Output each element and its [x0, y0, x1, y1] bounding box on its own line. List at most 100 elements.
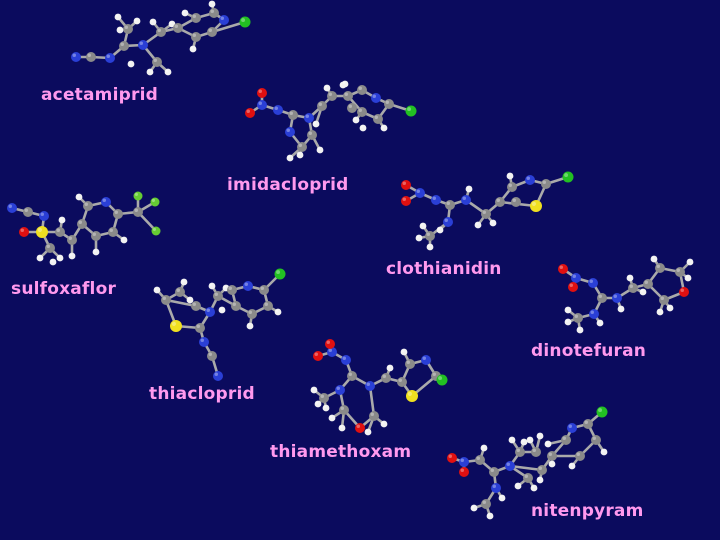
- thiamethoxam-atom-highlight: [356, 424, 360, 428]
- sulfoxaflor-carbon-atom: [45, 243, 55, 253]
- acetamiprid-atom-highlight: [134, 18, 137, 21]
- thiamethoxam-atom-highlight: [387, 365, 390, 368]
- acetamiprid-atom-highlight: [72, 53, 76, 57]
- clothianidin-carbon-atom: [541, 179, 551, 189]
- thiacloprid-hydrogen-atom: [218, 306, 226, 314]
- imidacloprid-atom-highlight: [274, 106, 278, 110]
- imidacloprid-oxygen-atom: [245, 108, 255, 118]
- dinotefuran-carbon-atom: [655, 263, 665, 273]
- dinotefuran-atom-highlight: [613, 294, 617, 298]
- nitenpyram-hydrogen-atom: [526, 436, 534, 444]
- dinotefuran-atom-highlight: [676, 268, 680, 272]
- acetamiprid-carbon-atom: [191, 32, 201, 42]
- sulfoxaflor-hydrogen-atom: [58, 216, 66, 224]
- clothianidin-atom-highlight: [420, 223, 423, 226]
- thiacloprid-carbon-atom: [263, 301, 273, 311]
- thiamethoxam-model: [310, 339, 448, 436]
- clothianidin-atom-highlight: [416, 189, 420, 193]
- clothianidin-sulfur-atom: [530, 200, 542, 212]
- thiamethoxam-oxygen-atom: [313, 351, 323, 361]
- thiacloprid-carbon-atom: [175, 287, 185, 297]
- nitenpyram-carbon-atom: [591, 435, 601, 445]
- sulfoxaflor-atom-highlight: [8, 204, 12, 208]
- thiamethoxam-label: thiamethoxam: [270, 442, 412, 462]
- thiacloprid-bond: [164, 298, 198, 308]
- thiamethoxam-chlorine-atom: [436, 374, 448, 386]
- thiacloprid-atom-highlight: [214, 372, 218, 376]
- acetamiprid-nitrogen-atom: [71, 52, 81, 62]
- imidacloprid-label: imidacloprid: [227, 175, 349, 195]
- thiacloprid-atom-highlight: [192, 302, 196, 306]
- sulfoxaflor-carbon-atom: [23, 207, 33, 217]
- thiacloprid-atom-highlight: [206, 308, 210, 312]
- dinotefuran-oxygen-atom: [558, 264, 568, 274]
- clothianidin-atom-highlight: [526, 176, 530, 180]
- imidacloprid-carbon-atom: [373, 114, 383, 124]
- acetamiprid-nitrogen-atom: [105, 53, 115, 63]
- thiamethoxam-atom-highlight: [407, 391, 412, 396]
- dinotefuran-hydrogen-atom: [596, 319, 604, 327]
- thiamethoxam-atom-highlight: [406, 360, 410, 364]
- sulfoxaflor-atom-highlight: [121, 237, 124, 240]
- thiamethoxam-atom-highlight: [320, 394, 324, 398]
- thiacloprid-nitrogen-atom: [243, 281, 253, 291]
- acetamiprid-hydrogen-atom: [114, 13, 122, 21]
- imidacloprid-chlorine-atom: [405, 105, 417, 117]
- imidacloprid-carbon-atom: [307, 130, 317, 140]
- nitenpyram-chlorine-atom: [596, 406, 608, 418]
- imidacloprid-atom-highlight: [298, 143, 302, 147]
- nitenpyram-carbon-atom: [547, 451, 557, 461]
- acetamiprid-hydrogen-atom: [189, 45, 197, 53]
- thiamethoxam-oxygen-atom: [325, 339, 335, 349]
- sulfoxaflor-nitrogen-atom: [7, 203, 17, 213]
- thiamethoxam-hydrogen-atom: [400, 348, 408, 356]
- sulfoxaflor-atom-highlight: [24, 208, 28, 212]
- thiamethoxam-nitrogen-atom: [327, 347, 337, 357]
- sulfoxaflor-atom-highlight: [76, 194, 79, 197]
- dinotefuran-nitrogen-atom: [588, 278, 598, 288]
- sulfoxaflor-carbon-atom: [77, 219, 87, 229]
- thiamethoxam-atom-highlight: [438, 376, 443, 381]
- nitenpyram-atom-highlight: [601, 449, 604, 452]
- clothianidin-atom-highlight: [437, 227, 440, 230]
- sulfoxaflor-fluorine-atom: [150, 197, 160, 207]
- nitenpyram-atom-highlight: [482, 500, 486, 504]
- sulfoxaflor-carbon-atom: [113, 209, 123, 219]
- acetamiprid-atom-highlight: [106, 54, 110, 58]
- nitenpyram-atom-highlight: [527, 437, 530, 440]
- thiamethoxam-atom-highlight: [339, 425, 342, 428]
- dinotefuran-nitrogen-atom: [612, 293, 622, 303]
- sulfoxaflor-atom-highlight: [151, 198, 155, 202]
- imidacloprid-atom-highlight: [324, 85, 327, 88]
- thiacloprid-atom-highlight: [214, 292, 218, 296]
- thiacloprid-carbon-atom: [247, 309, 257, 319]
- nitenpyram-hydrogen-atom: [600, 448, 608, 456]
- clothianidin-atom-highlight: [402, 181, 406, 185]
- imidacloprid-atom-highlight: [246, 109, 250, 113]
- dinotefuran-atom-highlight: [565, 307, 568, 310]
- nitenpyram-atom-highlight: [538, 466, 542, 470]
- sulfoxaflor-carbon-atom: [55, 227, 65, 237]
- nitenpyram-atom-highlight: [524, 474, 528, 478]
- dinotefuran-atom-highlight: [597, 320, 600, 323]
- imidacloprid-hydrogen-atom: [352, 116, 360, 124]
- dinotefuran-carbon-atom: [659, 295, 669, 305]
- clothianidin-carbon-atom: [445, 200, 455, 210]
- clothianidin-carbon-atom: [481, 209, 491, 219]
- nitenpyram-atom-highlight: [598, 408, 602, 413]
- dinotefuran-carbon-atom: [573, 313, 583, 323]
- thiacloprid-sulfur-atom: [170, 320, 182, 332]
- clothianidin-hydrogen-atom: [465, 185, 473, 193]
- imidacloprid-nitrogen-atom: [273, 105, 283, 115]
- thiacloprid-atom-highlight: [275, 309, 278, 312]
- thiacloprid-atom-highlight: [162, 296, 166, 300]
- thiacloprid-hydrogen-atom: [153, 286, 161, 294]
- nitenpyram-carbon-atom: [489, 467, 499, 477]
- sulfoxaflor-atom-highlight: [134, 192, 138, 196]
- thiacloprid-atom-highlight: [232, 302, 236, 306]
- dinotefuran-oxygen-atom: [568, 282, 578, 292]
- dinotefuran-hydrogen-atom: [617, 305, 625, 313]
- dinotefuran-carbon-atom: [597, 293, 607, 303]
- imidacloprid-nitrogen-atom: [371, 93, 381, 103]
- sulfoxaflor-atom-highlight: [69, 253, 72, 256]
